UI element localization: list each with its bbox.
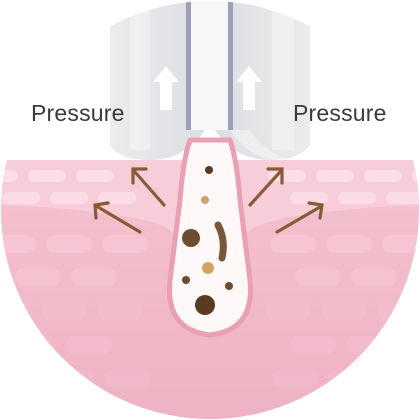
- skin-cell: [102, 235, 148, 253]
- skin-cell: [41, 302, 87, 320]
- skin-cell: [1, 370, 38, 388]
- skin-cell: [402, 336, 419, 354]
- pressure-label-right: Pressure: [293, 100, 387, 126]
- up-arrow-icon: [236, 66, 262, 110]
- skin-cell: [15, 268, 61, 286]
- skin-cell: [338, 192, 376, 204]
- outward-arrow-icon: [248, 167, 284, 207]
- skin-cell: [28, 170, 66, 182]
- skin-cell: [50, 192, 88, 204]
- skin-cell: [46, 235, 92, 253]
- outward-arrow-icon: [93, 201, 142, 234]
- tool-highlight-left: [130, 1, 150, 150]
- skin-cell: [326, 235, 372, 253]
- skin-cell: [1, 170, 18, 182]
- skin-cell: [1, 235, 36, 253]
- skin-cell: [382, 235, 419, 253]
- up-arrow-icon: [153, 66, 179, 110]
- skin-cell: [351, 268, 397, 286]
- skin-cell: [97, 302, 143, 320]
- extraction-tool: [110, 1, 310, 160]
- pressure-arrows: [93, 167, 324, 234]
- tool-nozzle: [187, 1, 233, 130]
- skin-cell: [321, 302, 367, 320]
- skin-cell: [384, 370, 419, 388]
- skin-cell: [377, 302, 419, 320]
- skin-cell: [295, 268, 341, 286]
- skin-cell: [48, 370, 94, 388]
- skin-cell: [272, 370, 318, 388]
- tool-stripe-left: [186, 1, 191, 130]
- skin-cell: [364, 170, 402, 182]
- tool-stripe-right: [228, 1, 233, 130]
- skin-cell: [76, 170, 114, 182]
- skin-cell: [66, 336, 112, 354]
- skin-cell: [270, 235, 316, 253]
- skin-cell: [104, 370, 150, 388]
- skin-cell: [265, 302, 311, 320]
- outward-arrow-icon: [131, 167, 166, 207]
- pressure-label-left: Pressure: [31, 100, 125, 126]
- skin-cell: [386, 192, 419, 204]
- skin-cell: [98, 192, 136, 204]
- tool-highlight-right: [272, 1, 294, 150]
- skin-cell: [346, 336, 392, 354]
- skin-cell: [71, 268, 117, 286]
- skin-cell: [10, 336, 56, 354]
- skin-cell: [290, 336, 336, 354]
- skin-cell: [1, 302, 31, 320]
- outward-arrow-icon: [275, 201, 324, 234]
- skin-cell: [328, 370, 374, 388]
- skin-cell: [316, 170, 354, 182]
- skin-cell: [290, 192, 328, 204]
- skin-cell: [2, 192, 40, 204]
- pore-debris: [182, 166, 233, 315]
